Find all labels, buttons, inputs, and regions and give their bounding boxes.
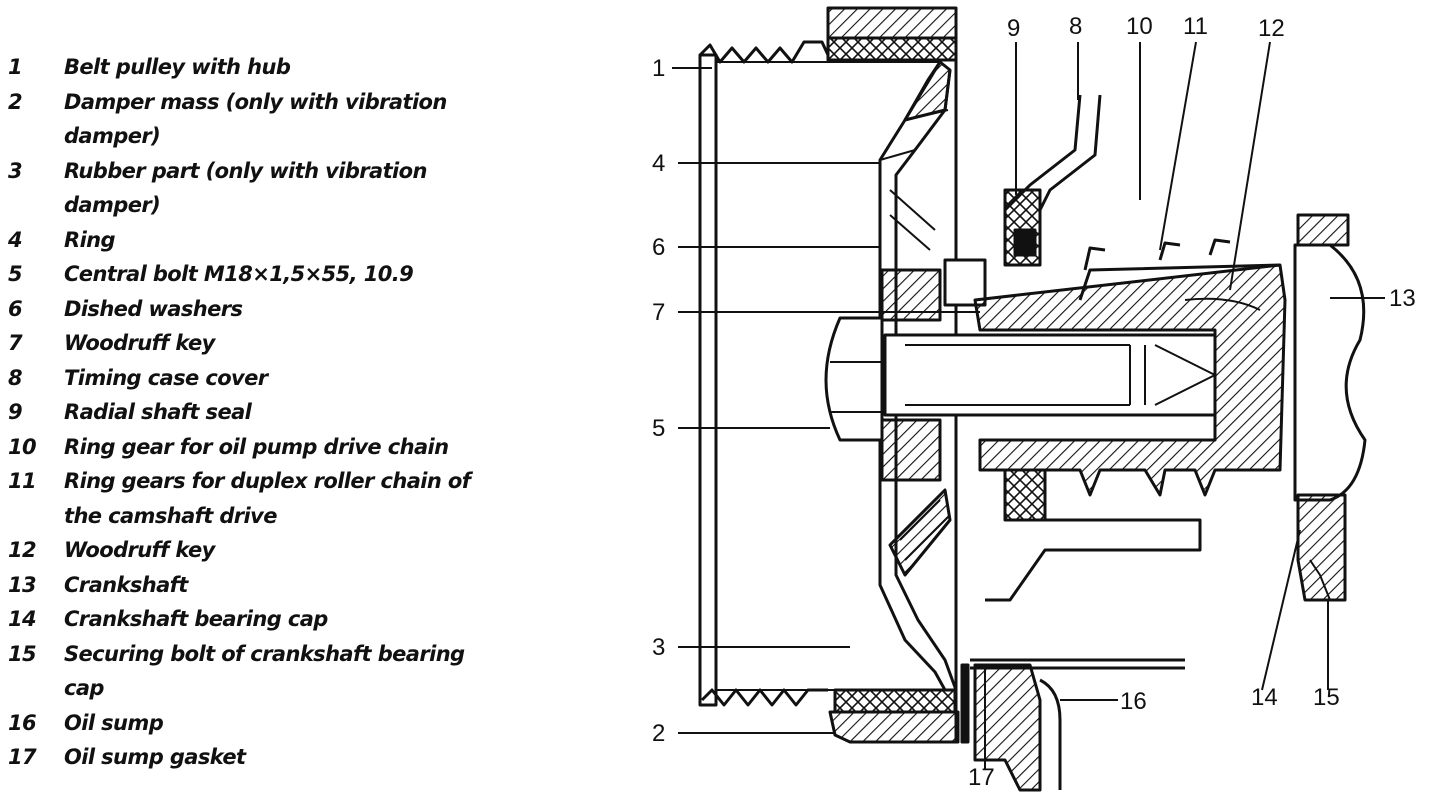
legend-label: Oil sump [64, 710, 164, 735]
parts-legend: 1 Belt pulley with hub 2 Damper mass (on… [8, 50, 528, 775]
callout-15: 15 [1313, 684, 1340, 711]
legend-item: 15 Securing bolt of crankshaft bearing c… [8, 637, 528, 706]
legend-number: 2 [8, 89, 23, 114]
legend-item: 16 Oil sump [8, 706, 528, 741]
legend-item: 8 Timing case cover [8, 361, 528, 396]
callout-labels: 1 2 3 4 5 6 7 8 9 10 11 12 13 14 15 16 1… [652, 13, 1416, 791]
legend-number: 15 [8, 641, 37, 666]
legend-number: 10 [8, 434, 37, 459]
legend-line: Rubber part (only with vibration [64, 158, 427, 183]
legend-number: 14 [8, 607, 37, 631]
callout-8: 8 [1069, 13, 1082, 40]
legend-label: Central bolt M18×1,5×55, 10.9 [64, 262, 414, 286]
leader-lines [672, 41, 1385, 770]
legend-line: damper) [64, 124, 161, 148]
legend-line: damper) [64, 193, 161, 217]
legend-item: 13 Crankshaft [8, 568, 528, 603]
callout-3: 3 [652, 634, 665, 661]
legend-item: 2 Damper mass (only with vibration dampe… [8, 85, 528, 154]
crankshaft [1293, 213, 1367, 602]
legend-item: 11 Ring gears for duplex roller chain of… [8, 464, 528, 533]
legend-label: Crankshaft [64, 572, 188, 597]
legend-number: 6 [8, 296, 23, 321]
oil-sump [960, 658, 1185, 792]
legend-label: Timing case cover [64, 365, 268, 390]
legend-number: 7 [8, 331, 23, 355]
legend-line: the camshaft drive [64, 503, 277, 528]
legend-number: 8 [8, 365, 23, 390]
legend-label: Ring gear for oil pump drive chain [64, 434, 449, 459]
legend-item: 6 Dished washers [8, 292, 528, 327]
legend-label: Oil sump gasket [64, 745, 246, 769]
callout-7: 7 [652, 299, 665, 326]
crankshaft-gear-body [973, 238, 1287, 497]
callout-14: 14 [1251, 684, 1278, 711]
central-bolt [824, 316, 1217, 442]
legend-number: 1 [8, 55, 23, 79]
callout-16: 16 [1120, 688, 1147, 715]
legend-item: 7 Woodruff key [8, 326, 528, 361]
legend-item: 10 Ring gear for oil pump drive chain [8, 430, 528, 465]
legend-label: Ring gears for duplex roller chain of th… [64, 464, 528, 533]
legend-line: Damper mass (only with vibration [64, 89, 447, 114]
legend-line: Ring gears for duplex roller chain of [64, 469, 471, 493]
legend-label: Woodruff key [64, 331, 215, 355]
legend-line: Securing bolt of crankshaft bearing [64, 641, 465, 666]
callout-1: 1 [652, 55, 665, 82]
callout-4: 4 [652, 150, 665, 177]
legend-number: 12 [8, 538, 37, 562]
legend-item: 4 Ring [8, 223, 528, 258]
legend-label: Woodruff key [64, 538, 215, 562]
legend-number: 13 [8, 572, 37, 597]
legend-line: cap [64, 676, 104, 700]
pulley-hub [880, 258, 987, 482]
legend-item: 5 Central bolt M18×1,5×55, 10.9 [8, 257, 528, 292]
legend-item: 14 Crankshaft bearing cap [8, 602, 528, 637]
legend-label: Crankshaft bearing cap [64, 607, 328, 631]
belt-pulley [698, 40, 958, 707]
callout-12: 12 [1258, 15, 1285, 42]
legend-number: 4 [8, 227, 23, 252]
callout-10: 10 [1126, 13, 1153, 40]
callout-6: 6 [652, 234, 665, 261]
legend-label: Dished washers [64, 296, 243, 321]
legend-item: 9 Radial shaft seal [8, 395, 528, 430]
legend-item: 1 Belt pulley with hub [8, 50, 528, 85]
legend-label: Damper mass (only with vibration damper) [64, 85, 528, 154]
legend-label: Belt pulley with hub [64, 55, 291, 79]
legend-number: 3 [8, 158, 23, 183]
legend-item: 17 Oil sump gasket [8, 740, 528, 775]
legend-label: Rubber part (only with vibration damper) [64, 154, 528, 223]
callout-13: 13 [1389, 285, 1416, 312]
legend-number: 11 [8, 469, 37, 493]
callout-5: 5 [652, 415, 665, 442]
legend-item: 12 Woodruff key [8, 533, 528, 568]
callout-2: 2 [652, 720, 665, 747]
legend-label: Radial shaft seal [64, 400, 252, 424]
callout-9: 9 [1007, 15, 1020, 42]
callout-11: 11 [1183, 13, 1208, 40]
legend-item: 3 Rubber part (only with vibration dampe… [8, 154, 528, 223]
legend-label: Ring [64, 227, 116, 252]
callout-17: 17 [968, 764, 995, 791]
legend-number: 16 [8, 710, 37, 735]
legend-number: 9 [8, 400, 23, 424]
legend-number: 5 [8, 262, 23, 286]
legend-label: Securing bolt of crankshaft bearing cap [64, 637, 528, 706]
legend-number: 17 [8, 745, 37, 769]
timing-case-cover [985, 94, 1202, 602]
